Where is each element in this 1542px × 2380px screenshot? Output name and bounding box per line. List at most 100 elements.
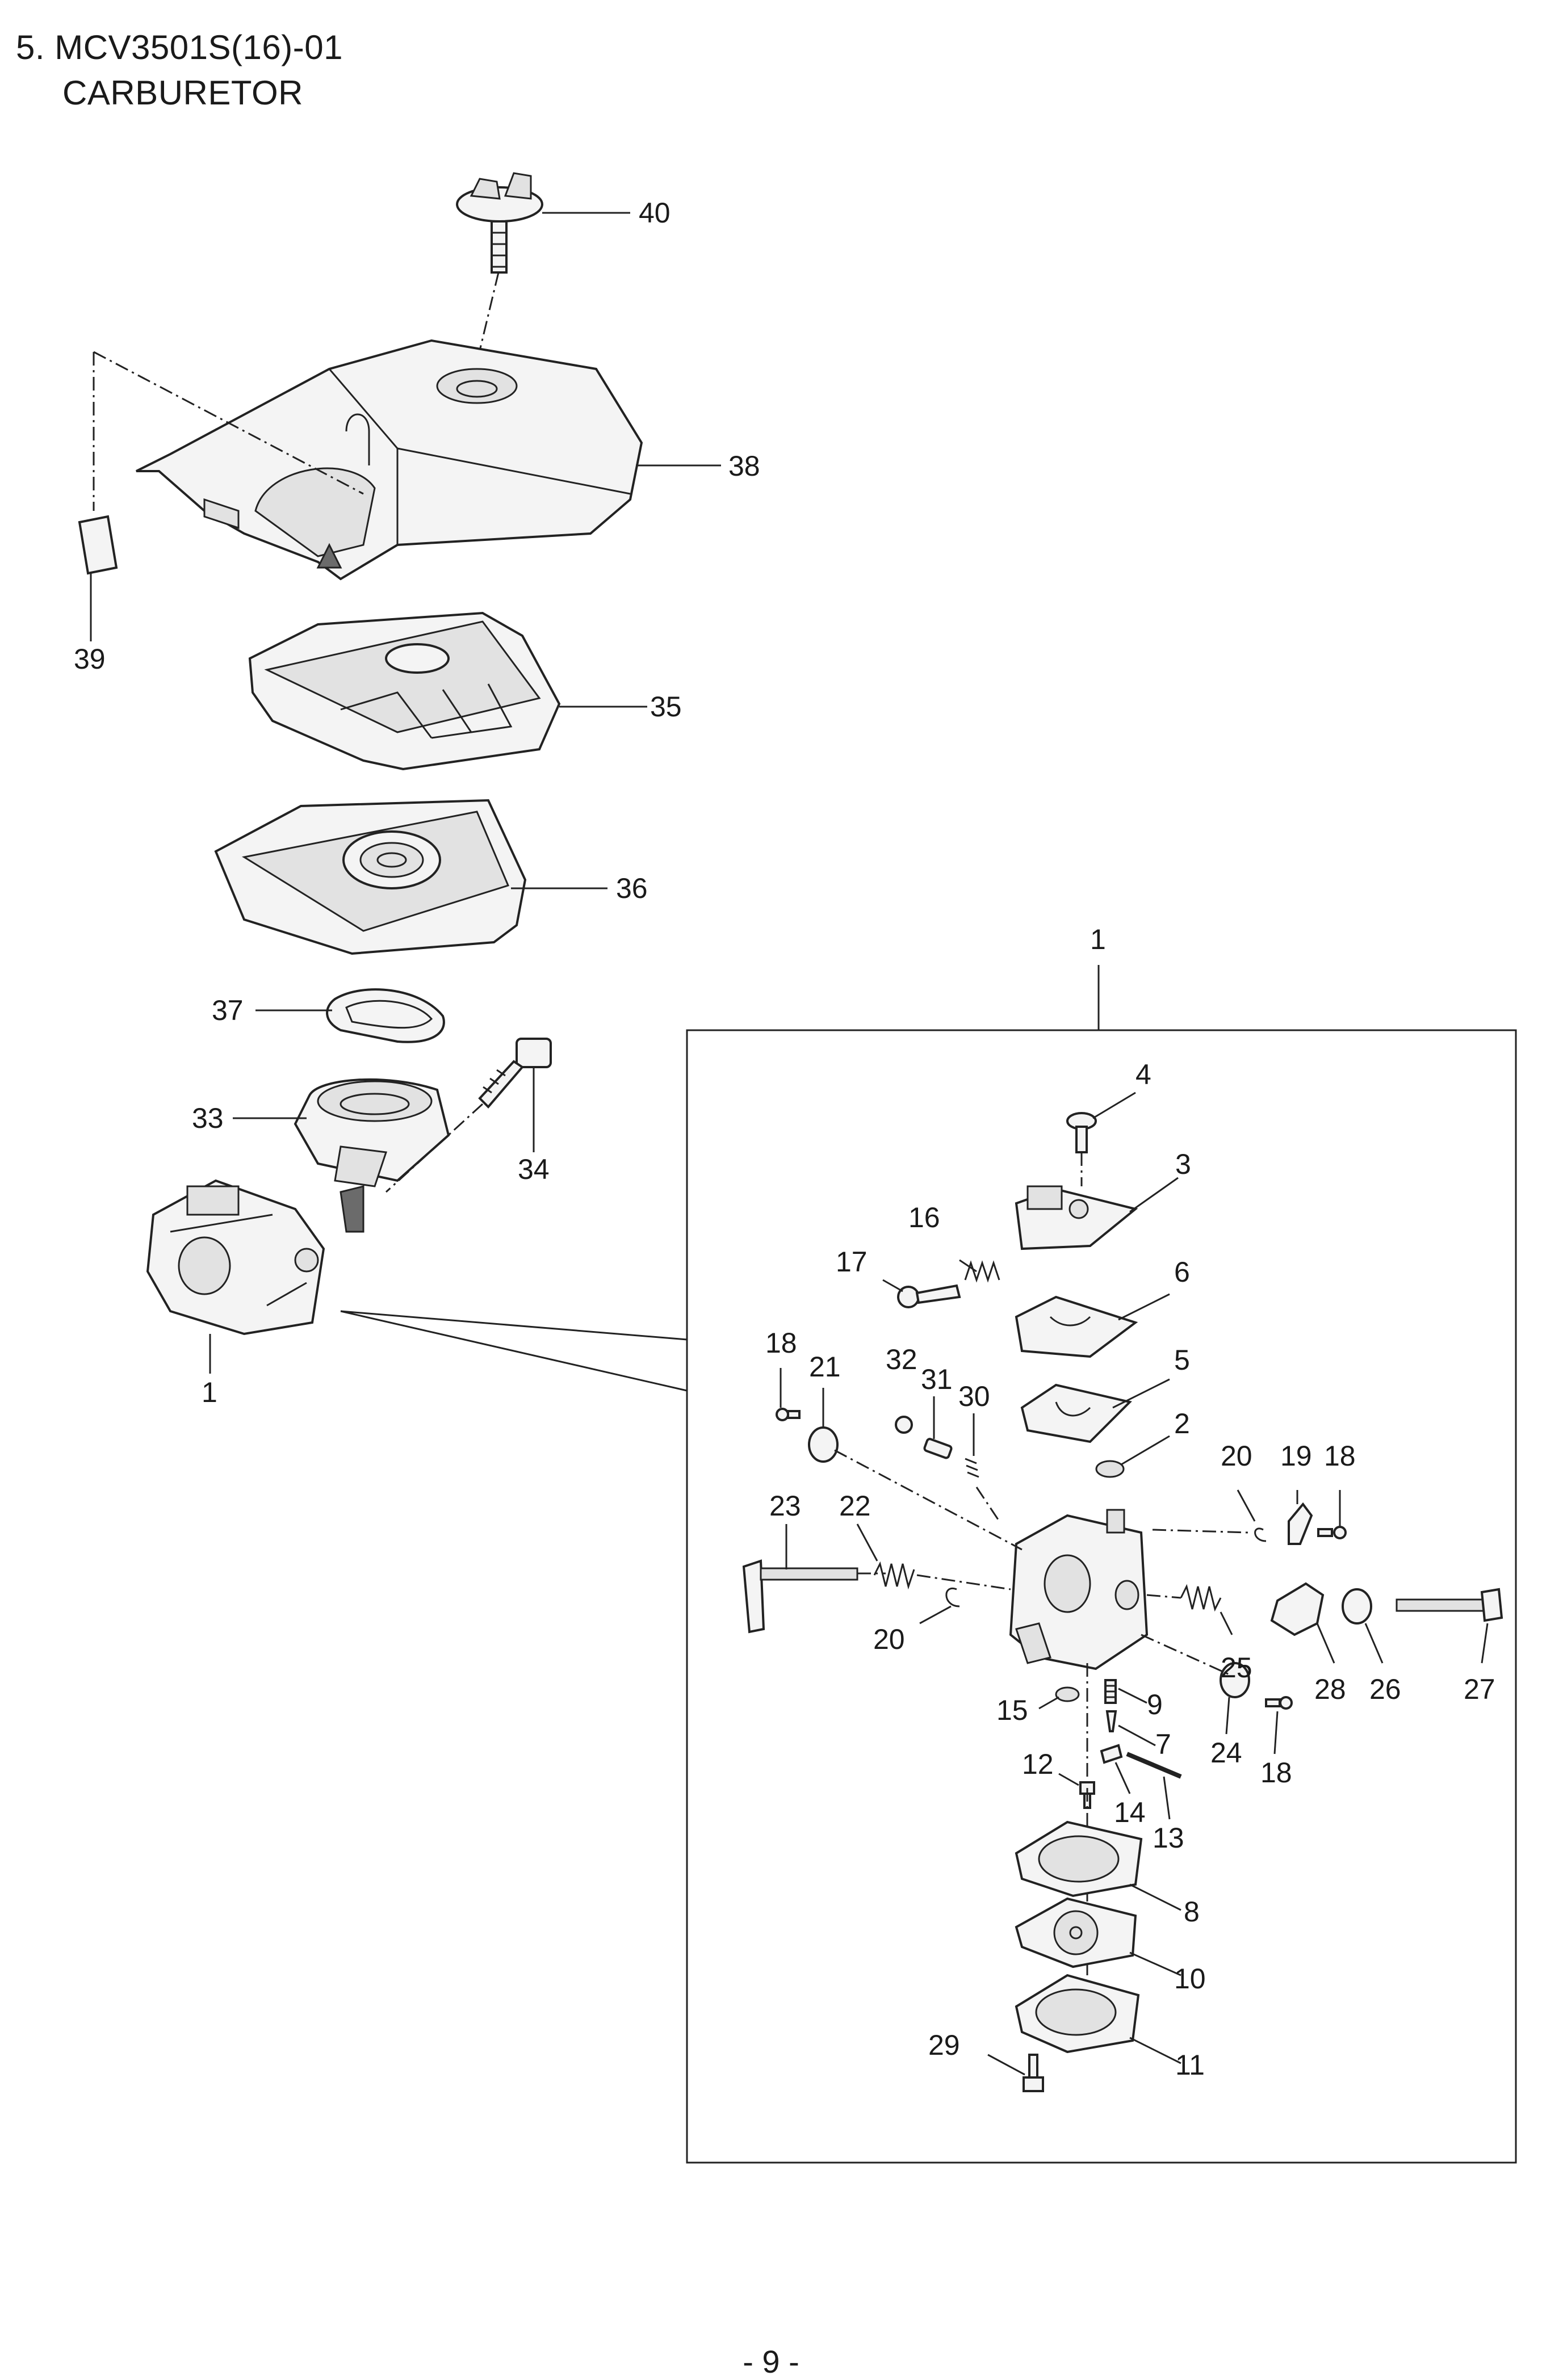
callout-22: 22 [839, 1490, 871, 1522]
callout-24: 24 [1210, 1737, 1242, 1769]
callout-8: 8 [1184, 1896, 1200, 1928]
callout-11: 11 [1175, 2049, 1205, 2081]
leader-28 [1316, 1623, 1335, 1664]
part-24-choke-valve [1220, 1662, 1250, 1698]
leader-8 [1129, 1883, 1181, 1911]
callout-19: 19 [1280, 1440, 1312, 1472]
part-carburetor-body [1009, 1509, 1149, 1670]
leader-7 [1118, 1724, 1156, 1747]
part-27-choke-shaft [1396, 1588, 1503, 1622]
callout-5: 5 [1174, 1344, 1190, 1376]
part-14-metering-lever [1100, 1744, 1123, 1764]
leader-14 [1114, 1762, 1131, 1794]
callout-3: 3 [1175, 1148, 1191, 1180]
part-13-pin [1126, 1752, 1182, 1779]
callout-18-b: 18 [1324, 1440, 1356, 1472]
part-18-screw-a [776, 1408, 801, 1421]
part-1-carburetor-assembly [146, 1179, 325, 1336]
leader-5 [1112, 1378, 1170, 1409]
axis-24 [1141, 1634, 1230, 1676]
leader-18c [1273, 1711, 1279, 1754]
part-3-cover [1015, 1185, 1138, 1250]
callout-31: 31 [921, 1363, 953, 1395]
callout-1-carburetor: 1 [202, 1376, 217, 1408]
callout-2: 2 [1174, 1408, 1190, 1439]
leader-9 [1118, 1688, 1147, 1704]
part-7-inlet-needle [1105, 1710, 1117, 1732]
part-10-diaphragm [1015, 1897, 1137, 1968]
leader-26 [1364, 1623, 1384, 1664]
callout-18-c: 18 [1260, 1757, 1292, 1789]
leader-16 [959, 1259, 977, 1273]
part-19-lever [1288, 1502, 1313, 1545]
leader-20a [1237, 1489, 1256, 1522]
axis-22 [916, 1574, 1011, 1590]
part-31-needle [923, 1438, 953, 1459]
part-18-screw-c [1265, 1696, 1293, 1710]
part-8-gasket [1015, 1820, 1143, 1898]
callout-12: 12 [1022, 1748, 1054, 1780]
part-5-gasket [1020, 1383, 1132, 1443]
callout-21: 21 [809, 1351, 841, 1383]
part-17-screw [897, 1284, 961, 1308]
callout-20-a: 20 [1221, 1440, 1252, 1472]
axis-25 [1146, 1594, 1181, 1599]
axis-20a [1152, 1529, 1250, 1534]
callout-16: 16 [908, 1202, 940, 1233]
page-subtitle: CARBURETOR [62, 74, 303, 112]
part-36-filter-base [214, 799, 527, 955]
part-29-screw [1023, 2054, 1044, 2092]
leader-11 [1129, 2037, 1181, 2064]
callout-27: 27 [1464, 1673, 1495, 1705]
part-38-air-cleaner-cover [136, 339, 643, 581]
part-18-screw-b [1317, 1526, 1347, 1539]
callout-14: 14 [1114, 1796, 1146, 1828]
callout-35: 35 [650, 691, 682, 723]
callout-32: 32 [886, 1344, 917, 1375]
callout-4: 4 [1135, 1059, 1151, 1090]
leader-15 [1038, 1696, 1059, 1710]
part-25-spring [1180, 1584, 1222, 1612]
part-23-throttle-shaft [742, 1559, 858, 1634]
leader-4 [1092, 1092, 1136, 1119]
part-30-spring [965, 1458, 979, 1478]
callout-34: 34 [518, 1153, 550, 1185]
part-16-spring [964, 1260, 1000, 1283]
callout-10: 10 [1174, 1963, 1206, 1995]
callout-13: 13 [1153, 1822, 1184, 1854]
part-34-bolt [478, 1038, 552, 1109]
part-39-clip [78, 515, 118, 575]
part-32-ball [895, 1416, 913, 1434]
leader-2 [1121, 1435, 1170, 1466]
part-21-throttle-valve [808, 1426, 839, 1463]
leader-24 [1225, 1697, 1230, 1735]
part-4-screw [1066, 1112, 1097, 1153]
callout-40: 40 [639, 197, 671, 229]
leader-3 [1129, 1177, 1179, 1213]
callout-39: 39 [74, 643, 106, 675]
callout-18-a: 18 [765, 1327, 797, 1359]
leader-29 [987, 2054, 1025, 2076]
page-number: - 9 - [743, 2344, 799, 2379]
part-20-clip-b [945, 1587, 960, 1607]
callout-7: 7 [1155, 1728, 1171, 1760]
part-15-plug [1055, 1686, 1080, 1702]
part-9-needle [1104, 1679, 1117, 1704]
axis-30 [975, 1487, 1000, 1522]
part-22-spring [873, 1561, 915, 1590]
callout-30: 30 [958, 1380, 990, 1412]
part-20-clip-a [1254, 1527, 1267, 1542]
part-6-diaphragm [1015, 1295, 1138, 1358]
part-37-gasket [326, 988, 445, 1043]
part-11-pump-cover [1015, 1974, 1140, 2054]
leader-12 [1058, 1773, 1079, 1786]
axis-40 [470, 272, 500, 387]
callout-15: 15 [996, 1694, 1028, 1726]
part-40-cover-knob [456, 172, 543, 274]
part-2-screen [1095, 1460, 1125, 1478]
callout-9: 9 [1147, 1689, 1163, 1720]
callout-38: 38 [728, 450, 760, 482]
callout-36: 36 [616, 872, 648, 904]
leader-6 [1118, 1293, 1170, 1321]
